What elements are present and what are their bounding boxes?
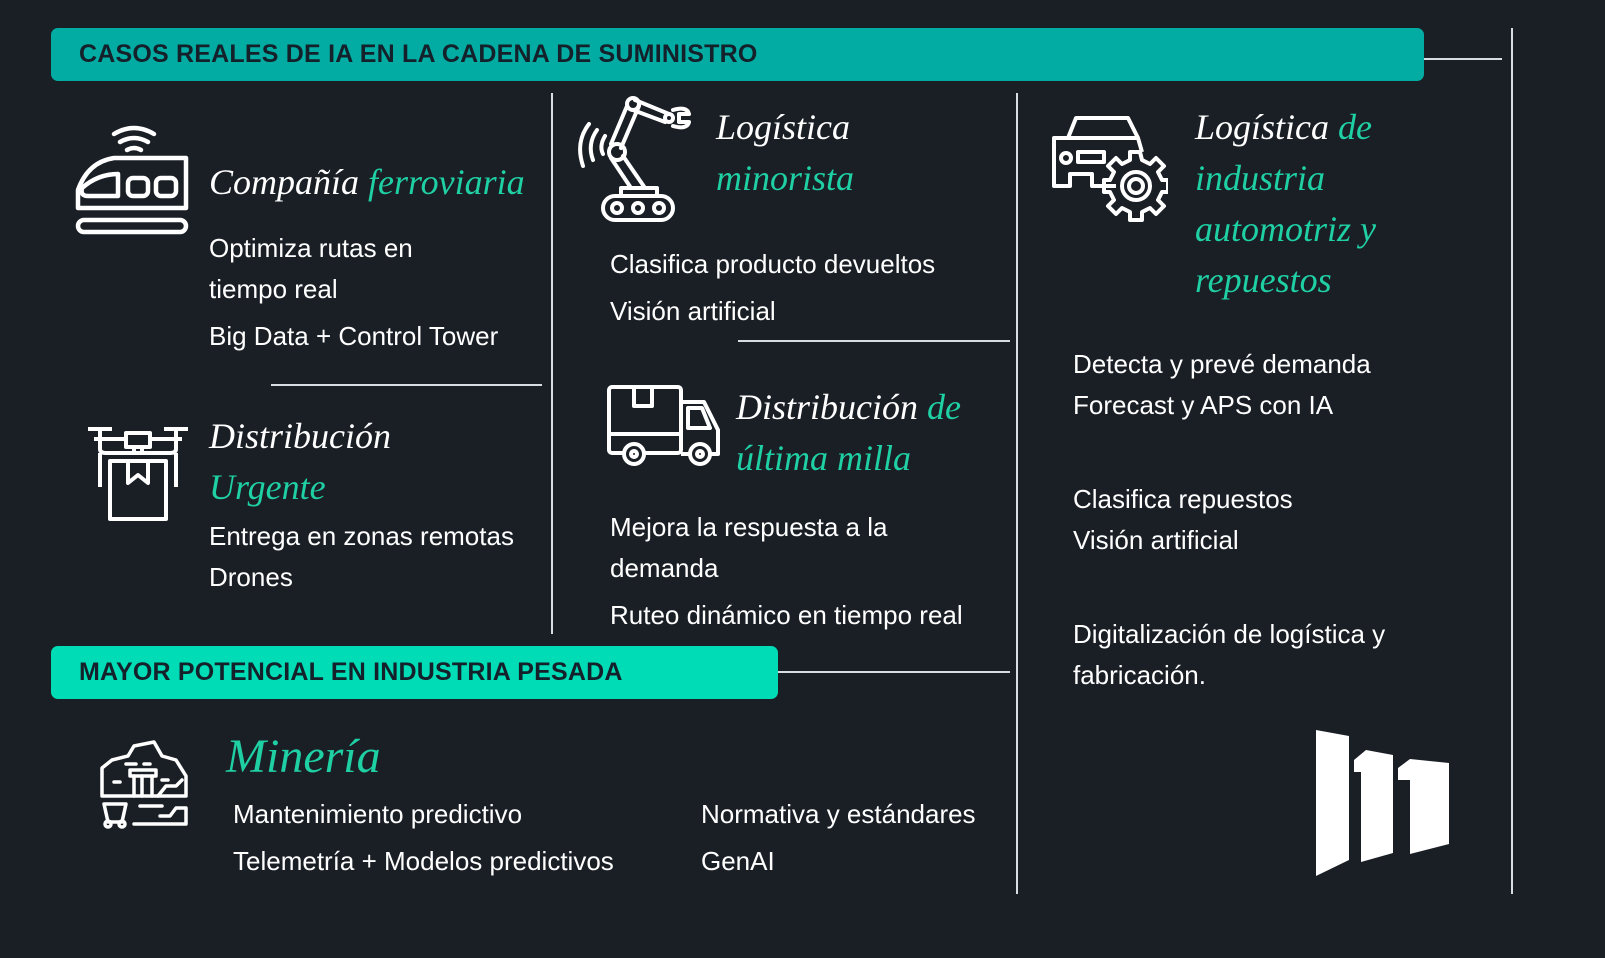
title-accent-part: de xyxy=(1338,107,1372,147)
case-title-automotriz: Logística de industria automotriz y repu… xyxy=(1195,102,1376,306)
header-banner: CASOS REALES DE IA EN LA CADENA DE SUMIN… xyxy=(51,28,1424,81)
case-title-mineria: Minería xyxy=(226,730,381,783)
title-accent-part: de xyxy=(927,387,961,427)
divider-header-right xyxy=(1424,58,1502,60)
title-white-part: Distribución xyxy=(736,387,919,427)
case-desc-automotriz-digital: Digitalización de logística y fabricació… xyxy=(1073,614,1385,696)
desc-line: Entrega en zonas remotas xyxy=(209,521,514,551)
case-desc-minorista: Clasifica producto devueltos Visión arti… xyxy=(610,244,935,332)
desc-line: Clasifica repuestos xyxy=(1073,484,1293,514)
heavy-industry-banner: MAYOR POTENCIAL EN INDUSTRIA PESADA xyxy=(51,646,778,699)
title-accent-part: última milla xyxy=(736,438,912,478)
case-desc-ultima-milla: Mejora la respuesta a la demanda Ruteo d… xyxy=(610,507,963,636)
desc-line: fabricación. xyxy=(1073,660,1206,690)
desc-line: Telemetría + Modelos predictivos xyxy=(233,846,614,876)
desc-line: GenAI xyxy=(701,846,775,876)
desc-line: Normativa y estándares xyxy=(701,799,976,829)
title-accent-part: Urgente xyxy=(209,467,326,507)
divider-col2-middle xyxy=(738,340,1010,342)
case-desc-ferroviaria: Optimiza rutas en tiempo real Big Data +… xyxy=(209,228,498,357)
case-title-ultima-milla: Distribución de última milla xyxy=(736,382,961,484)
desc-line: Optimiza rutas en xyxy=(209,233,413,263)
title-white-part: Compañía xyxy=(209,162,360,202)
desc-line: demanda xyxy=(610,553,719,583)
desc-line: Forecast y APS con IA xyxy=(1073,390,1334,420)
divider-col1-col2 xyxy=(551,93,553,634)
mine-icon xyxy=(100,740,192,830)
title-accent-part: industria xyxy=(1195,158,1326,198)
desc-line: Mantenimiento predictivo xyxy=(233,799,523,829)
divider-banner-bottom-right xyxy=(778,671,1010,673)
title-accent-part: repuestos xyxy=(1195,260,1332,300)
car-gear-icon xyxy=(1050,116,1168,224)
header-title: CASOS REALES DE IA EN LA CADENA DE SUMIN… xyxy=(79,40,758,68)
title-accent-part: minorista xyxy=(716,158,855,198)
desc-line: Clasifica producto devueltos xyxy=(610,249,936,279)
desc-line: Visión artificial xyxy=(1073,525,1239,555)
case-desc-automotriz-parts: Clasifica repuestos Visión artificial xyxy=(1073,479,1293,561)
case-desc-mineria-col2: Normativa y estándares GenAI xyxy=(701,794,976,882)
drone-package-icon xyxy=(86,425,190,525)
divider-col2-col3 xyxy=(1016,93,1018,894)
desc-line: Mejora la respuesta a la xyxy=(610,512,888,542)
title-white-part: Logística xyxy=(716,107,851,147)
divider-col1-middle xyxy=(271,384,542,386)
desc-line: Ruteo dinámico en tiempo real xyxy=(610,600,963,630)
desc-line: Digitalización de logística y xyxy=(1073,619,1386,649)
case-desc-urgente: Entrega en zonas remotas Drones xyxy=(209,516,514,598)
case-desc-automotriz-demand: Detecta y prevé demanda Forecast y APS c… xyxy=(1073,344,1371,426)
case-desc-mineria-col1: Mantenimiento predictivo Telemetría + Mo… xyxy=(233,794,614,882)
desc-line: Drones xyxy=(209,562,293,592)
title-white-part: Logística xyxy=(1195,107,1330,147)
case-title-urgente: Distribución Urgente xyxy=(209,411,391,513)
title-accent-part: ferroviaria xyxy=(368,162,525,202)
desc-line: Visión artificial xyxy=(610,296,776,326)
desc-line: Detecta y prevé demanda xyxy=(1073,349,1371,379)
divider-right-border xyxy=(1511,28,1513,894)
case-title-ferroviaria: Compañía ferroviaria xyxy=(209,157,525,208)
desc-line: tiempo real xyxy=(209,274,338,304)
brand-logo-icon xyxy=(1316,730,1450,878)
title-white-part: Distribución xyxy=(209,416,392,456)
robot-arm-icon xyxy=(575,96,693,222)
title-accent-part: automotriz y xyxy=(1195,209,1377,249)
desc-line: Big Data + Control Tower xyxy=(209,321,499,351)
train-wifi-icon xyxy=(74,122,190,238)
case-title-minorista: Logística minorista xyxy=(716,102,854,204)
heavy-industry-title: MAYOR POTENCIAL EN INDUSTRIA PESADA xyxy=(79,658,623,686)
delivery-truck-icon xyxy=(606,384,722,466)
